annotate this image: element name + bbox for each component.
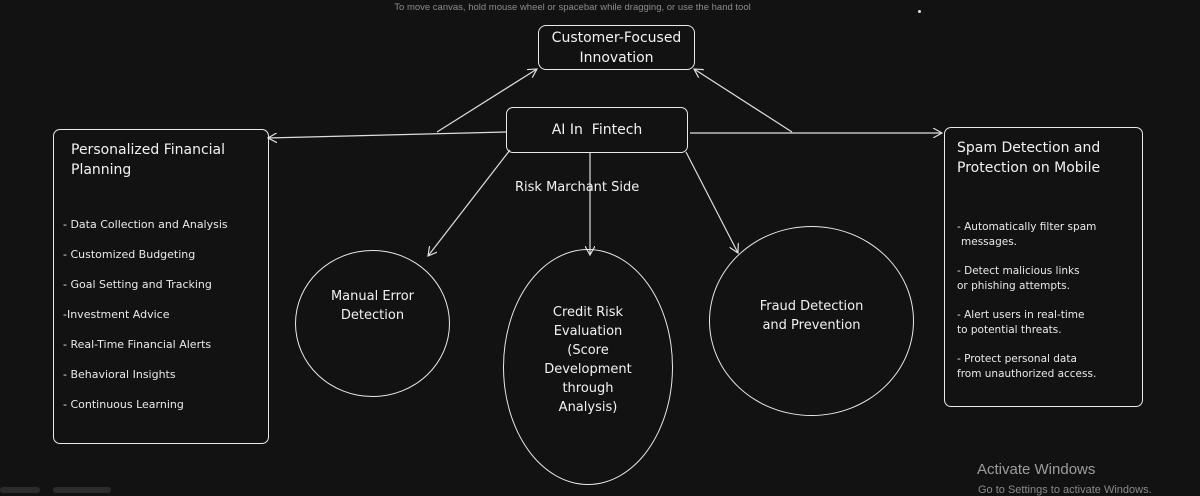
credit-risk-text: Credit Risk Evaluation (Score Developmen… [544, 303, 632, 417]
list-item: - Data Collection and Analysis [63, 218, 228, 231]
list-item: - Alert users in real-time to potential … [957, 308, 1142, 338]
bottom-scroll-tab[interactable] [0, 487, 40, 493]
fraud-line-2: and Prevention [762, 318, 861, 333]
fraud-detection-node[interactable]: Fraud Detection and Prevention [709, 226, 914, 416]
list-item-line: messages. [961, 236, 1017, 248]
arrow-to-manual-error [428, 149, 511, 256]
fraud-text: Fraud Detection and Prevention [760, 297, 864, 335]
arrow-to-customer-left [436, 69, 537, 133]
manual-line-1: Manual Error [330, 288, 415, 304]
list-item-line: to potential threats. [957, 324, 1062, 336]
spam-detection-node[interactable]: Spam Detection and Protection on Mobile … [944, 127, 1143, 407]
spam-detection-title: Spam Detection and Protection on Mobile [957, 138, 1142, 178]
customer-line-2: Innovation [579, 49, 654, 66]
spam-title-line-2: Protection on Mobile [957, 160, 1101, 176]
personal-planning-title: Personalized Financial Planning [71, 140, 268, 180]
list-item-line: - Detect malicious links [957, 265, 1080, 277]
customer-focused-node[interactable]: Customer-Focused Innovation [538, 25, 695, 70]
activate-windows-title: Activate Windows [977, 461, 1096, 478]
manual-error-node[interactable]: Manual Error Detection [295, 250, 450, 397]
ai-in-fintech-node[interactable]: AI In Fintech [506, 107, 688, 153]
list-item: -Investment Advice [63, 308, 170, 321]
spam-detection-list: - Automatically filter spam messages. - … [957, 220, 1142, 382]
fraud-line-1: Fraud Detection [759, 299, 864, 314]
list-item-line: - Alert users in real-time [957, 309, 1085, 321]
manual-line-2: Detection [340, 307, 405, 323]
arrow-to-customer-right [694, 69, 793, 133]
cursor-dot [918, 10, 921, 13]
list-item: - Continuous Learning [63, 398, 184, 411]
credit-line-5: through [562, 381, 614, 396]
risk-merchant-label[interactable]: Risk Marchant Side [515, 180, 640, 195]
credit-line-4: Development [544, 362, 632, 377]
credit-line-6: Analysis) [558, 400, 618, 415]
personal-title-line-2: Planning [71, 162, 132, 178]
list-item: - Behavioral Insights [63, 368, 176, 381]
customer-line-1: Customer-Focused [551, 29, 682, 46]
canvas-hint: To move canvas, hold mouse wheel or spac… [394, 2, 751, 13]
ai-in-fintech-label: AI In Fintech [551, 122, 643, 138]
list-item: - Goal Setting and Tracking [63, 278, 212, 291]
personal-planning-list: - Data Collection and Analysis - Customi… [63, 218, 268, 428]
activate-windows-subtitle: Go to Settings to activate Windows. [978, 484, 1152, 496]
credit-line-1: Credit Risk [552, 305, 624, 320]
list-item-line: or phishing attempts. [957, 280, 1070, 292]
credit-line-2: Evaluation [553, 324, 623, 339]
arrow-to-personal-planning [268, 131, 507, 138]
list-item: - Automatically filter spam messages. [957, 220, 1142, 250]
spam-title-line-1: Spam Detection and [957, 140, 1101, 156]
list-item: - Real-Time Financial Alerts [63, 338, 212, 351]
arrow-to-fraud-detection [685, 151, 738, 253]
list-item-line: - Automatically filter spam [957, 221, 1097, 233]
personal-planning-node[interactable]: Personalized Financial Planning - Data C… [53, 129, 269, 444]
list-item: - Detect malicious links or phishing att… [957, 264, 1142, 294]
list-item-line: - Protect personal data [957, 353, 1077, 365]
list-item: - Customized Budgeting [63, 248, 196, 261]
personal-title-line-1: Personalized Financial [71, 142, 226, 158]
bottom-scroll-tab[interactable] [53, 487, 111, 493]
credit-line-3: (Score [567, 343, 609, 358]
list-item-line: from unauthorized access. [957, 368, 1097, 380]
list-item: - Protect personal data from unauthorize… [957, 352, 1142, 382]
manual-error-text: Manual Error Detection [331, 287, 414, 325]
credit-risk-node[interactable]: Credit Risk Evaluation (Score Developmen… [503, 249, 673, 485]
